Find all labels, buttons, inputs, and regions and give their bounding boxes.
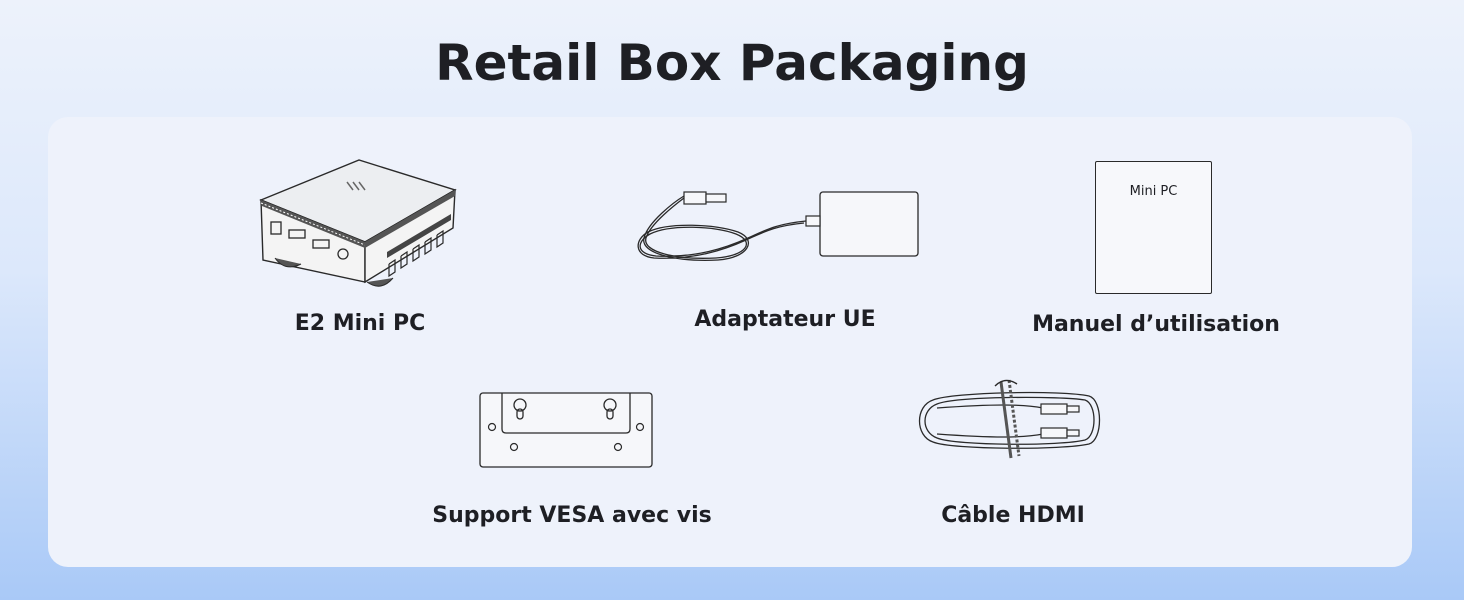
manual-cover-text: Mini PC — [1129, 184, 1178, 199]
hdmi-cable-illustration — [919, 379, 1101, 459]
vesa-bracket-illustration — [479, 392, 653, 468]
item-label-manual: Manuel d’utilisation — [1032, 312, 1280, 337]
mini-pc-illustration — [259, 159, 457, 287]
item-label-mini-pc: E2 Mini PC — [294, 311, 426, 336]
item-label-vesa: Support VESA avec vis — [432, 503, 712, 528]
page-title: Retail Box Packaging — [435, 34, 1029, 92]
item-label-adapter: Adaptateur UE — [694, 307, 876, 332]
manual-illustration: Mini PC — [1095, 161, 1212, 294]
item-label-hdmi: Câble HDMI — [941, 503, 1085, 528]
adapter-illustration — [637, 191, 919, 261]
